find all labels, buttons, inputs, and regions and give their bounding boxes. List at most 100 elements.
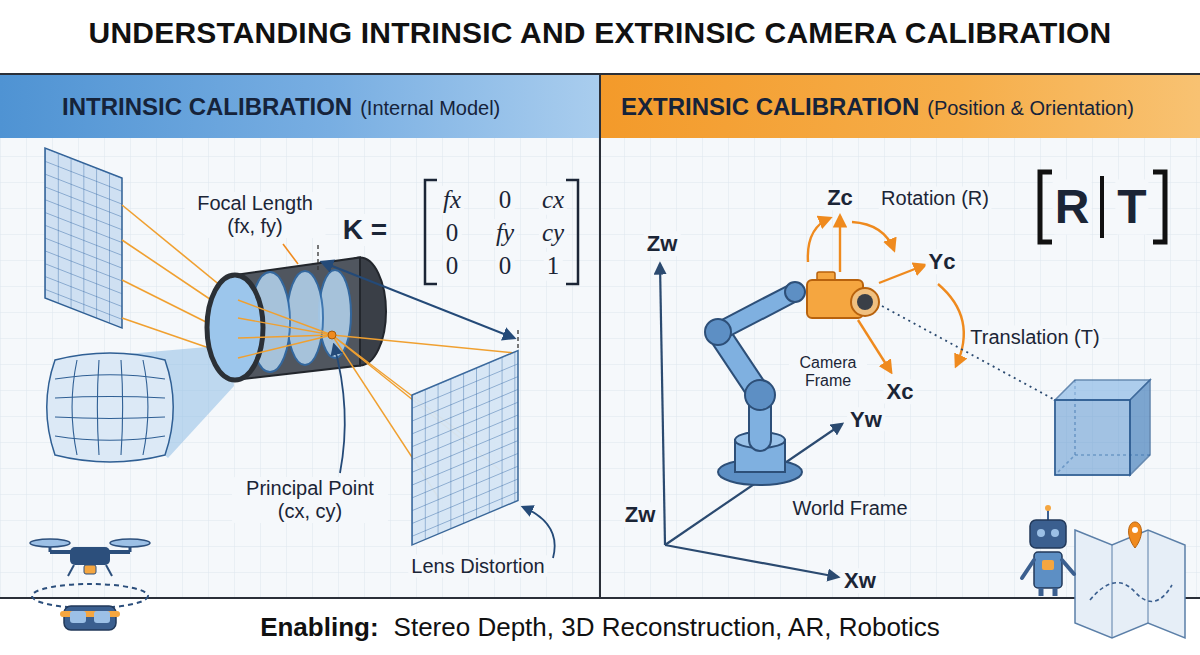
section-subheading: (Position & Orientation) xyxy=(927,97,1134,120)
distorted-grid-part xyxy=(55,397,165,398)
refracted-rays-part xyxy=(238,318,332,335)
robot-map-icon-part xyxy=(1053,588,1058,596)
extrinsic-header-band: EXTRINSIC CALIBRATION (Position & Orienta… xyxy=(601,75,1200,138)
axis-label: Zw xyxy=(622,502,659,527)
focal-dimension-part xyxy=(322,262,514,338)
matrix-cell: 1 xyxy=(544,252,563,281)
background-part xyxy=(0,597,1200,599)
matrix-brackets-part xyxy=(425,180,437,284)
world-axes-part xyxy=(665,545,838,577)
robot-map-icon-part xyxy=(1112,545,1113,638)
target-cube xyxy=(1055,380,1150,475)
axis-label: Yc xyxy=(926,249,959,274)
target-cube-part xyxy=(1055,400,1130,475)
distorted-grid-part xyxy=(47,353,174,462)
rt-brackets-part xyxy=(1153,172,1165,242)
distorted-grid xyxy=(47,353,174,462)
refracted-rays-part xyxy=(238,335,332,338)
robot-map-icon-part xyxy=(1034,552,1062,588)
header-row: EXTRINSIC CALIBRATION (Position & Orienta… xyxy=(621,93,1134,121)
image-sensor-part-part xyxy=(412,350,518,545)
section-heading: EXTRINSIC CALIBRATION xyxy=(621,93,919,121)
axis-label: Zc xyxy=(824,185,856,210)
matrix-cell: 0 xyxy=(496,252,515,281)
matrix-symbol: T xyxy=(1115,179,1148,234)
robot-map-icon-part xyxy=(1039,588,1044,596)
matrix-brackets xyxy=(425,180,578,284)
lens-barrel-part xyxy=(207,275,263,380)
camera-axes xyxy=(808,216,964,372)
target-cube-part xyxy=(1055,400,1130,475)
robot-map-icon-part xyxy=(1129,522,1142,548)
leader-lines-part xyxy=(523,507,555,558)
drone-icon-part xyxy=(30,539,70,547)
robot-map-icon-part xyxy=(1148,530,1149,623)
image-sensor xyxy=(412,350,518,545)
matrix-brackets-part xyxy=(566,180,578,284)
axis-label: Yw xyxy=(847,407,885,432)
camera-icon xyxy=(807,272,879,318)
image-sensor-part-part xyxy=(412,350,518,545)
footer-band: Enabling:Stereo Depth, 3D Reconstruction… xyxy=(0,600,1200,655)
matrix-cell: cx xyxy=(539,186,567,215)
translation-label: Translation (T) xyxy=(967,326,1102,349)
footer-lead: Enabling: xyxy=(257,613,381,643)
robot-map-icon-part xyxy=(1045,505,1051,511)
camera-axes-part xyxy=(808,218,830,262)
camera-axes-part xyxy=(839,216,841,272)
distorted-grid-part xyxy=(143,360,148,455)
drone-icon-part xyxy=(60,611,120,617)
refracted-rays-part xyxy=(238,335,332,358)
intrinsic-header-band: INTRINSIC CALIBRATION (Internal Model) xyxy=(0,75,599,138)
camera-axes-part xyxy=(879,265,925,283)
refracted-rays-part xyxy=(238,300,332,335)
lens-barrel-part xyxy=(287,271,323,365)
camera-frame-label: Camera Frame xyxy=(789,354,867,391)
drone-icon-part xyxy=(94,611,110,623)
matrix-cell: 0 xyxy=(443,219,462,248)
matrix-cell: 0 xyxy=(443,252,462,281)
drone-icon-part xyxy=(32,584,148,608)
robot-map-icon-part xyxy=(1022,560,1034,578)
robot-map-icon-part xyxy=(1030,520,1066,548)
section-heading: INTRINSIC CALIBRATION xyxy=(62,93,352,121)
camera-icon-part xyxy=(851,288,879,316)
leader-lines-part xyxy=(283,244,298,264)
robot-arm-part xyxy=(745,380,775,410)
refracted-rays-part xyxy=(332,335,515,353)
object-plane xyxy=(45,148,122,328)
axis-label: Xw xyxy=(841,568,879,593)
drone-icon-part xyxy=(70,547,110,565)
target-cube-part xyxy=(1130,380,1150,475)
axis-label: Zw xyxy=(644,231,681,256)
diagram-title: UNDERSTANDING INTRINSIC AND EXTRINSIC CA… xyxy=(89,16,1112,50)
world-axes-part xyxy=(660,264,665,545)
leader-lines-part xyxy=(334,345,345,473)
robot-map-icon-part xyxy=(1037,529,1045,537)
camera-icon-part xyxy=(857,294,873,310)
robot-arm-part xyxy=(785,282,805,302)
object-plane-part xyxy=(45,148,122,328)
principal-point-part xyxy=(328,331,336,339)
header-row: INTRINSIC CALIBRATION (Internal Model) xyxy=(62,93,500,121)
drone-icon-part xyxy=(68,565,74,576)
drone-icon-part xyxy=(110,539,150,547)
focal-dimension xyxy=(318,245,518,350)
matrix-cell: cy xyxy=(539,219,567,248)
drone-icon-part xyxy=(84,565,96,574)
section-subheading: (Internal Model) xyxy=(360,97,500,120)
rotation-label: Rotation (R) xyxy=(878,187,992,210)
camera-axes-part xyxy=(938,284,964,366)
robot-map-icon-part xyxy=(1090,583,1172,602)
robot-map-icon-part xyxy=(1075,530,1185,638)
drone-icon xyxy=(30,539,150,630)
matrix-name: K = xyxy=(340,214,390,246)
distorted-grid-part xyxy=(72,360,77,455)
rt-brackets-part xyxy=(1100,176,1104,238)
axis-label: Xc xyxy=(884,379,917,404)
rt-brackets-part xyxy=(1040,172,1052,242)
distorted-grid-part xyxy=(55,417,165,418)
distorted-grid-part xyxy=(97,360,99,455)
